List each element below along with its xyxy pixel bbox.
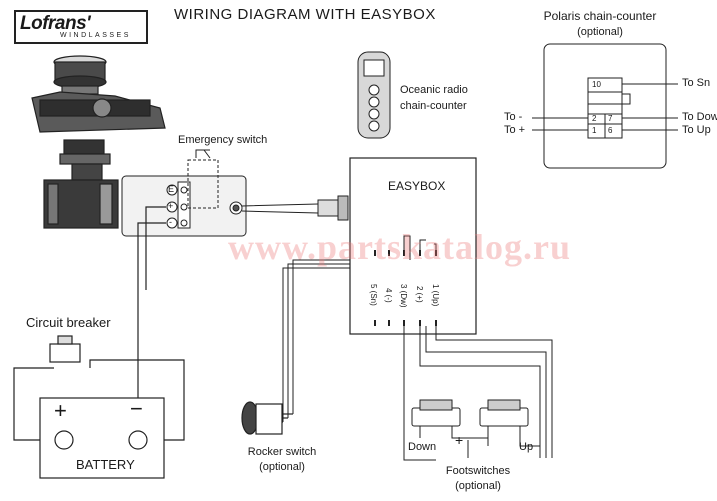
to-sn-label: To Sn bbox=[682, 77, 711, 89]
terminal-label-e: E bbox=[168, 184, 175, 194]
to-plus-label: To + bbox=[504, 124, 526, 136]
easybox-terminal-5: 5 (Sn) bbox=[369, 284, 378, 306]
footswitch-plus-sign: + bbox=[455, 432, 464, 448]
oceanic-label-line1: Oceanic radio bbox=[400, 84, 468, 96]
circuit-breaker-label: Circuit breaker bbox=[26, 315, 111, 330]
oceanic-label-line2: chain-counter bbox=[400, 100, 467, 112]
logo-name: Lofrans' bbox=[20, 13, 91, 34]
circuit-breaker bbox=[49, 343, 81, 363]
easybox-box bbox=[349, 157, 477, 335]
polaris-pin: 7 bbox=[608, 114, 613, 123]
polaris-pin: 10 bbox=[592, 80, 601, 89]
footswitches-label: Footswitches bbox=[445, 465, 511, 477]
footswitch-up bbox=[479, 407, 529, 427]
emergency-switch-symbol bbox=[195, 149, 211, 159]
cable-to-easybox bbox=[241, 203, 319, 214]
battery-plus-terminal bbox=[54, 430, 74, 450]
watermark: www.partskatalog.ru bbox=[228, 227, 572, 267]
battery-plus-sign: + bbox=[54, 398, 67, 423]
polaris-title: Polaris chain-counter bbox=[543, 9, 657, 23]
footswitches-optional: (optional) bbox=[455, 480, 501, 492]
polaris-pin: 1 bbox=[592, 126, 597, 135]
terminal-label-plus: + bbox=[168, 201, 174, 211]
to-minus-label: To - bbox=[504, 111, 523, 123]
footswitch-down bbox=[411, 407, 461, 427]
footswitch-up-label: Up bbox=[519, 441, 534, 453]
emergency-switch-area bbox=[187, 159, 219, 209]
terminal-e bbox=[166, 184, 178, 196]
windlass-drawing bbox=[31, 55, 166, 229]
battery-label: BATTERY bbox=[76, 457, 135, 472]
easybox-terminal-2: 2 (+) bbox=[415, 286, 424, 303]
emergency-switch-label: Emergency switch bbox=[178, 134, 268, 146]
polaris-pin: 2 bbox=[592, 114, 597, 123]
positive-wire bbox=[145, 206, 166, 290]
rocker-switch-optional: (optional) bbox=[259, 461, 305, 473]
terminal-minus bbox=[166, 217, 178, 229]
easybox-wiring bbox=[282, 235, 553, 461]
easybox-terminal-1: 1 (Up) bbox=[431, 284, 440, 307]
page-title: WIRING DIAGRAM WITH EASYBOX bbox=[174, 6, 436, 23]
to-up-label: To Up bbox=[682, 124, 711, 136]
rocker-switch-label: Rocker switch bbox=[247, 446, 317, 458]
lofrans-logo: Lofrans' WINDLASSES bbox=[14, 10, 148, 44]
polaris-pin: 6 bbox=[608, 126, 613, 135]
easybox-terminal-3: 3 (Dw) bbox=[399, 284, 408, 308]
logo-subtitle: WINDLASSES bbox=[60, 32, 131, 39]
terminal-label-minus: - bbox=[169, 217, 172, 227]
to-down-label: To Down bbox=[682, 111, 717, 123]
footswitch-down-label: Down bbox=[408, 441, 437, 453]
breaker-to-battery bbox=[13, 367, 60, 441]
battery-minus-terminal bbox=[128, 430, 148, 450]
easybox-label: EASYBOX bbox=[388, 179, 446, 193]
easybox-terminal-4: 4 (-) bbox=[384, 288, 393, 303]
terminal-plus bbox=[166, 201, 178, 213]
wire-to-breaker bbox=[89, 222, 185, 441]
battery-minus-sign: − bbox=[130, 396, 143, 421]
polaris-subtitle: (optional) bbox=[577, 26, 623, 38]
